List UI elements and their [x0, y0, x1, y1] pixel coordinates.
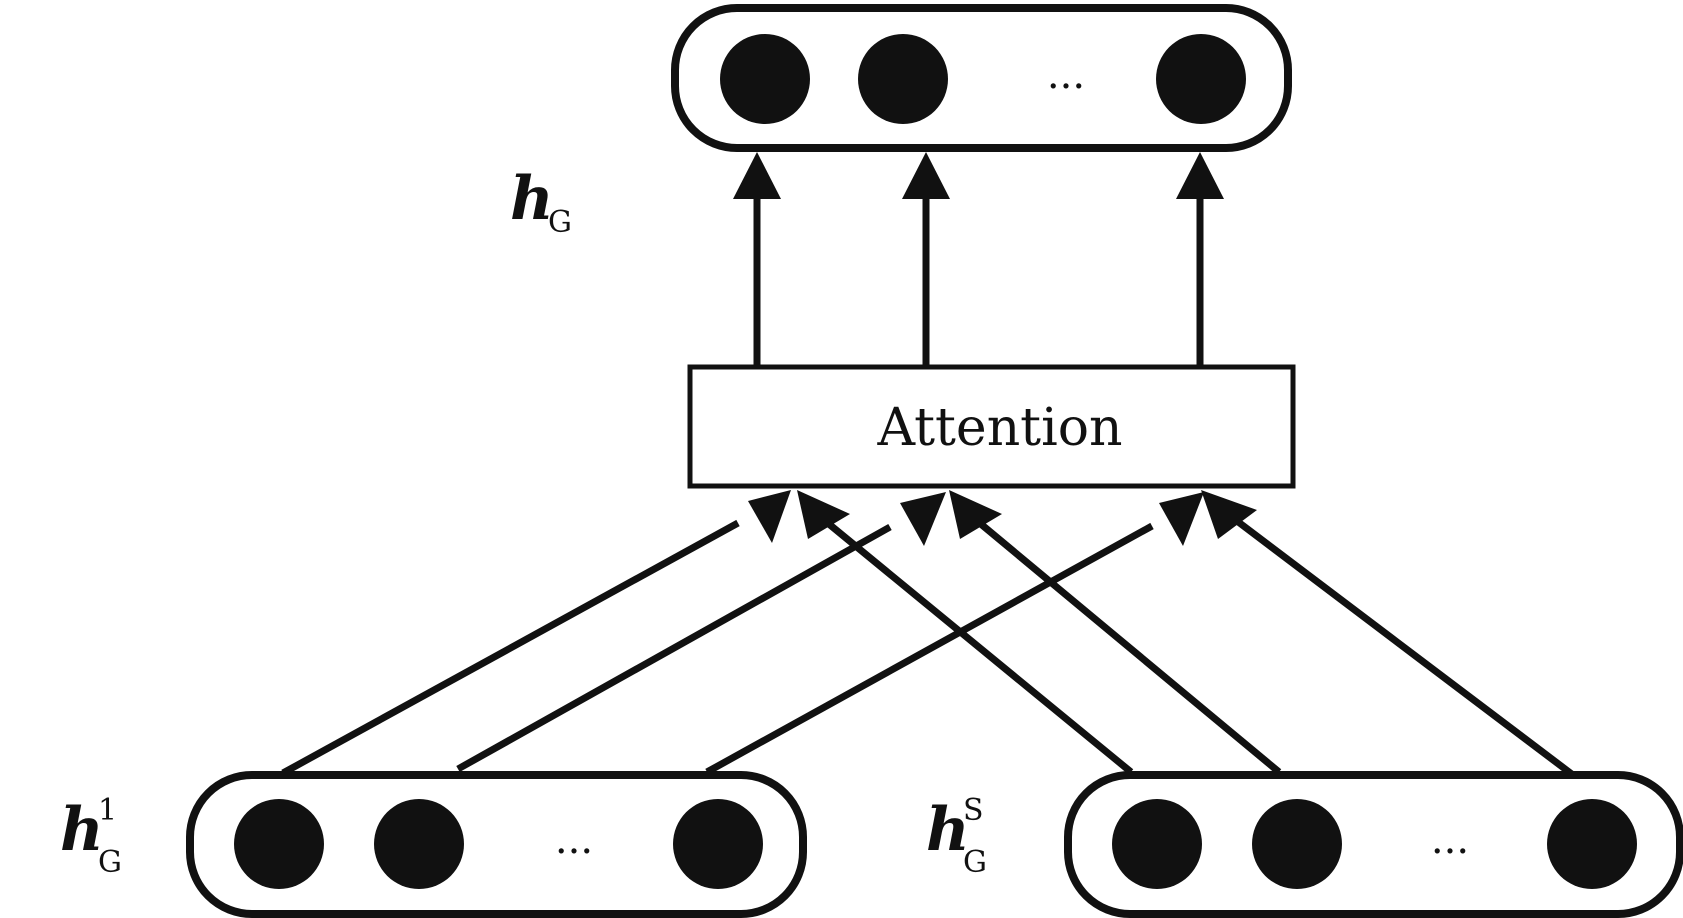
output-vector-capsule: [671, 4, 1292, 152]
up-arrow-2: [902, 152, 950, 365]
inputs-ellipsis: ...: [1431, 817, 1469, 863]
input-vector-1-capsule: [186, 771, 807, 918]
up-arrow-3: [1176, 152, 1224, 365]
output-label-sub: G: [548, 205, 572, 240]
input1-label-sup: 1: [98, 793, 117, 828]
input1-label: h 1 G: [60, 793, 122, 880]
input1-node-n: [673, 799, 763, 889]
output-ellipsis: ...: [1047, 52, 1085, 98]
inputs-node-1: [1112, 799, 1202, 889]
upward-arrows: [733, 152, 1224, 365]
arrow-input1-node2: [456, 492, 946, 773]
output-node-n: [1156, 34, 1246, 124]
inputs-label-main: h: [926, 795, 970, 865]
output-label: h G: [510, 164, 572, 240]
inputs-label: h S G: [926, 793, 987, 880]
arrow-input1-node1: [281, 490, 791, 777]
attention-label: Attention: [876, 398, 1122, 458]
output-vector-hg: ...: [671, 4, 1292, 152]
arrow-input1-noden: [705, 492, 1204, 776]
input-vector-s-capsule: [1064, 771, 1683, 918]
inputs-node-2: [1252, 799, 1342, 889]
output-label-main: h: [510, 164, 554, 234]
input-vector-s: ...: [1064, 771, 1683, 918]
attention-block: Attention: [687, 364, 1296, 489]
input1-node-2: [374, 799, 464, 889]
up-arrow-1: [733, 152, 781, 365]
arrow-input2-noden: [1201, 490, 1580, 781]
inputs-node-n: [1547, 799, 1637, 889]
input-arrows: [281, 490, 1580, 781]
input1-ellipsis: ...: [555, 817, 593, 863]
arrow-input2-node2: [949, 490, 1282, 775]
input-vector-1: ...: [186, 771, 807, 918]
output-node-1: [720, 34, 810, 124]
inputs-label-sub: G: [963, 845, 987, 880]
input1-label-sub: G: [98, 845, 122, 880]
attention-box: [687, 364, 1296, 489]
inputs-label-sup: S: [963, 793, 984, 828]
arrow-input2-node1: [797, 490, 1134, 775]
input1-node-1: [234, 799, 324, 889]
input1-label-main: h: [60, 795, 104, 865]
output-node-2: [858, 34, 948, 124]
